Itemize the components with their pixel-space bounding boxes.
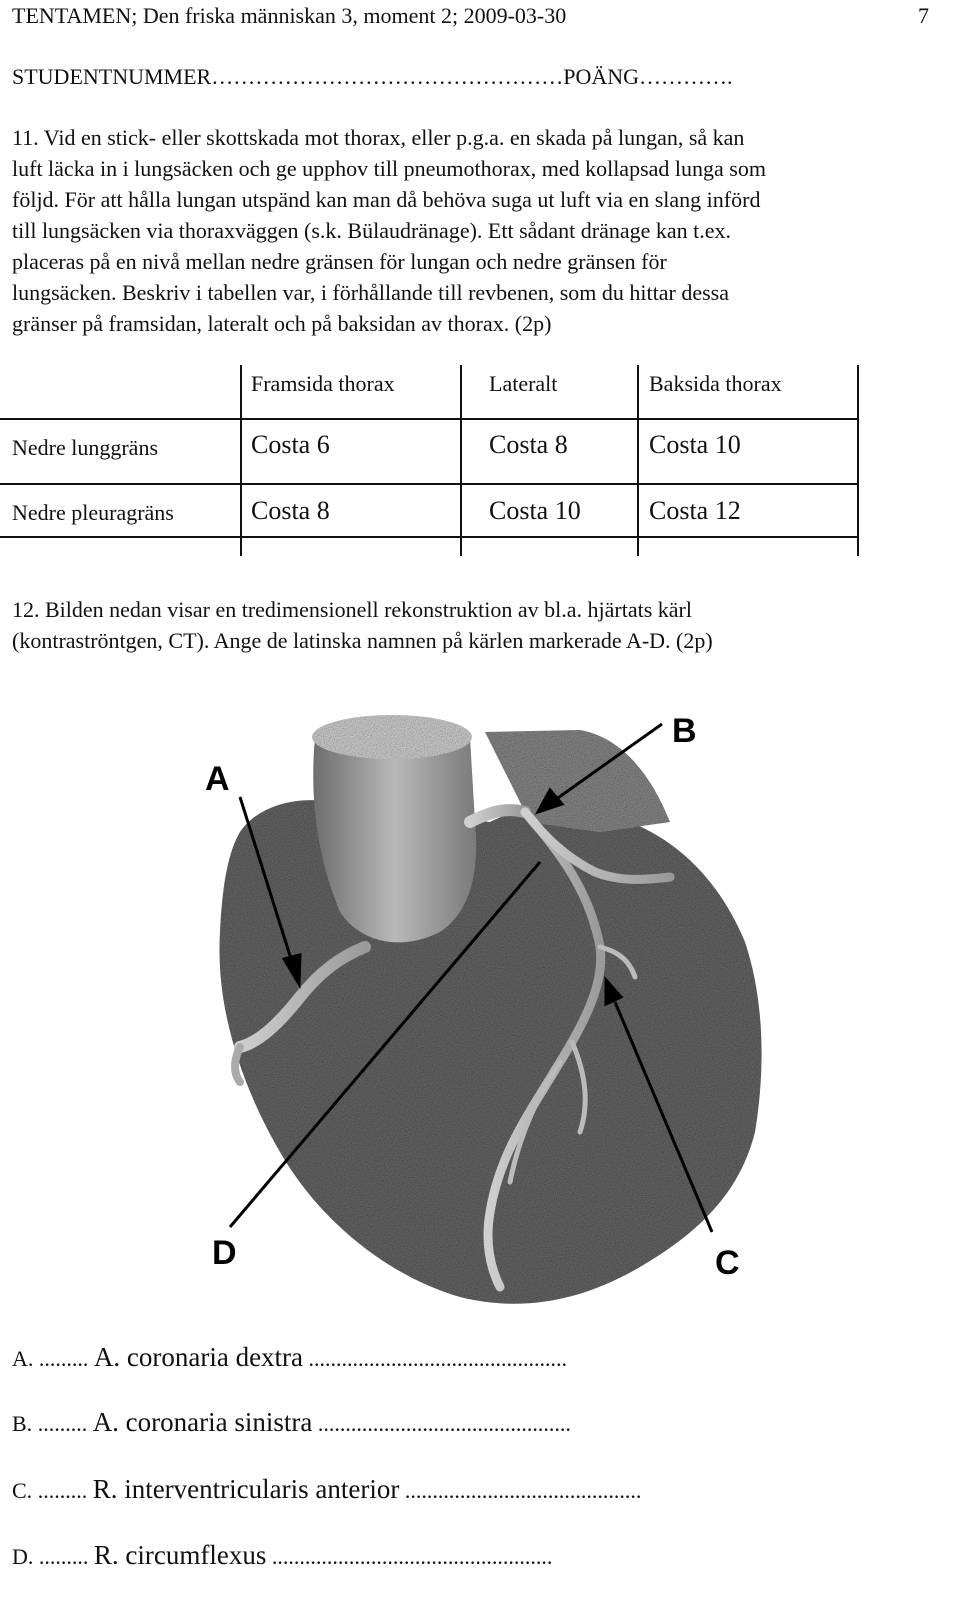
answer-letter: C. (12, 1478, 33, 1503)
answer-line-c: C. ......... R. interventricularis anter… (12, 1474, 641, 1505)
aorta-shape (313, 737, 477, 943)
table-cell: Costa 6 (251, 430, 330, 459)
table-cell: Costa 8 (251, 496, 330, 525)
question-11-text: 11. Vid en stick- eller skottskada mot t… (12, 122, 947, 339)
answer-trail-dots: ........................................… (399, 1478, 642, 1503)
row-label-nedre-lunggrans: Nedre lunggräns (12, 435, 159, 460)
column-header-lateralt: Lateralt (489, 371, 558, 396)
q11-line: följd. För att hålla lungan utspänd kan … (12, 187, 761, 212)
table-rule (637, 365, 639, 556)
left-coronary-vessel (464, 804, 531, 828)
student-number-line: STUDENTNUMMER…………………………………………POÄNG…………. (12, 64, 733, 89)
q12-line: (kontraströntgen, CT). Ange de latinska … (12, 628, 713, 653)
right-coronary-vessel (231, 1043, 244, 1086)
answer-line-a: A. ......... A. coronaria dextra .......… (12, 1342, 567, 1373)
answer-trail-dots: ........................................… (266, 1544, 553, 1569)
figure-label-b: B (672, 712, 697, 750)
table-cell: Costa 10 (489, 496, 581, 525)
table-cell: Costa 12 (649, 496, 741, 525)
answer-line-d: D. ......... R. circumflexus ...........… (12, 1540, 552, 1571)
table-rule (0, 483, 859, 485)
q11-line: gränser på framsidan, lateralt och på ba… (12, 311, 552, 336)
answer-name: A. coronaria sinistra (92, 1407, 313, 1437)
table-rule (857, 365, 859, 556)
q11-line: 11. Vid en stick- eller skottskada mot t… (12, 125, 745, 150)
answer-trail-dots: ........................................… (303, 1346, 568, 1371)
answer-name: R. circumflexus (93, 1540, 267, 1570)
figure-label-c: C (715, 1244, 740, 1282)
answer-line-b: B. ......... A. coronaria sinistra .....… (12, 1407, 571, 1438)
answer-letter: B. (12, 1411, 33, 1436)
branch-vessel (597, 944, 638, 980)
page-number: 7 (918, 3, 929, 28)
aorta-opening (312, 715, 472, 759)
q11-line: placeras på en nivå mellan nedre gränsen… (12, 249, 667, 274)
q11-line: lungsäcken. Beskriv i tabellen var, i fö… (12, 280, 729, 305)
branch-vessel (507, 1059, 563, 1185)
answer-name: A. coronaria dextra (93, 1342, 304, 1372)
answer-trail-dots: ........................................… (312, 1411, 571, 1436)
branch-vessel (569, 1039, 588, 1135)
answer-lead-dots: ......... (32, 1411, 93, 1436)
answer-letter: A. (12, 1346, 34, 1371)
circumflex-vessel (520, 807, 675, 884)
column-header-framsida: Framsida thorax (251, 371, 395, 396)
answer-lead-dots: ......... (33, 1544, 94, 1569)
answer-letter: D. (12, 1544, 34, 1569)
q11-line: till lungsäcken via thoraxväggen (s.k. B… (12, 218, 732, 243)
table-cell: Costa 8 (489, 430, 568, 459)
heart-ct-figure: A B C D (205, 712, 762, 1304)
column-header-baksida: Baksida thorax (649, 371, 782, 396)
figure-label-a: A (205, 760, 230, 798)
table-rule (240, 365, 242, 556)
table-rule (0, 536, 859, 538)
atrium-shape (485, 730, 670, 832)
rib-boundaries-table: Framsida thorax Lateralt Baksida thorax … (0, 365, 885, 556)
answer-name: R. interventricularis anterior (92, 1474, 400, 1504)
q12-line: 12. Bilden nedan visar en tredimensionel… (12, 597, 692, 622)
table-rule (460, 365, 462, 556)
answer-lead-dots: ......... (33, 1346, 94, 1371)
table-rule (0, 418, 859, 420)
table-cell: Costa 10 (649, 430, 741, 459)
row-label-nedre-pleuragrans: Nedre pleuragräns (12, 500, 174, 525)
pointer-arrows (228, 722, 714, 1233)
answer-lead-dots: ......... (32, 1478, 93, 1503)
right-coronary-vessel (234, 941, 371, 1053)
question-12-text: 12. Bilden nedan visar en tredimensionel… (12, 594, 947, 656)
q11-line: luft läcka in i lungsäcken och ge upphov… (12, 156, 766, 181)
figure-label-d: D (212, 1234, 237, 1272)
exam-header-title: TENTAMEN; Den friska människan 3, moment… (12, 3, 567, 28)
